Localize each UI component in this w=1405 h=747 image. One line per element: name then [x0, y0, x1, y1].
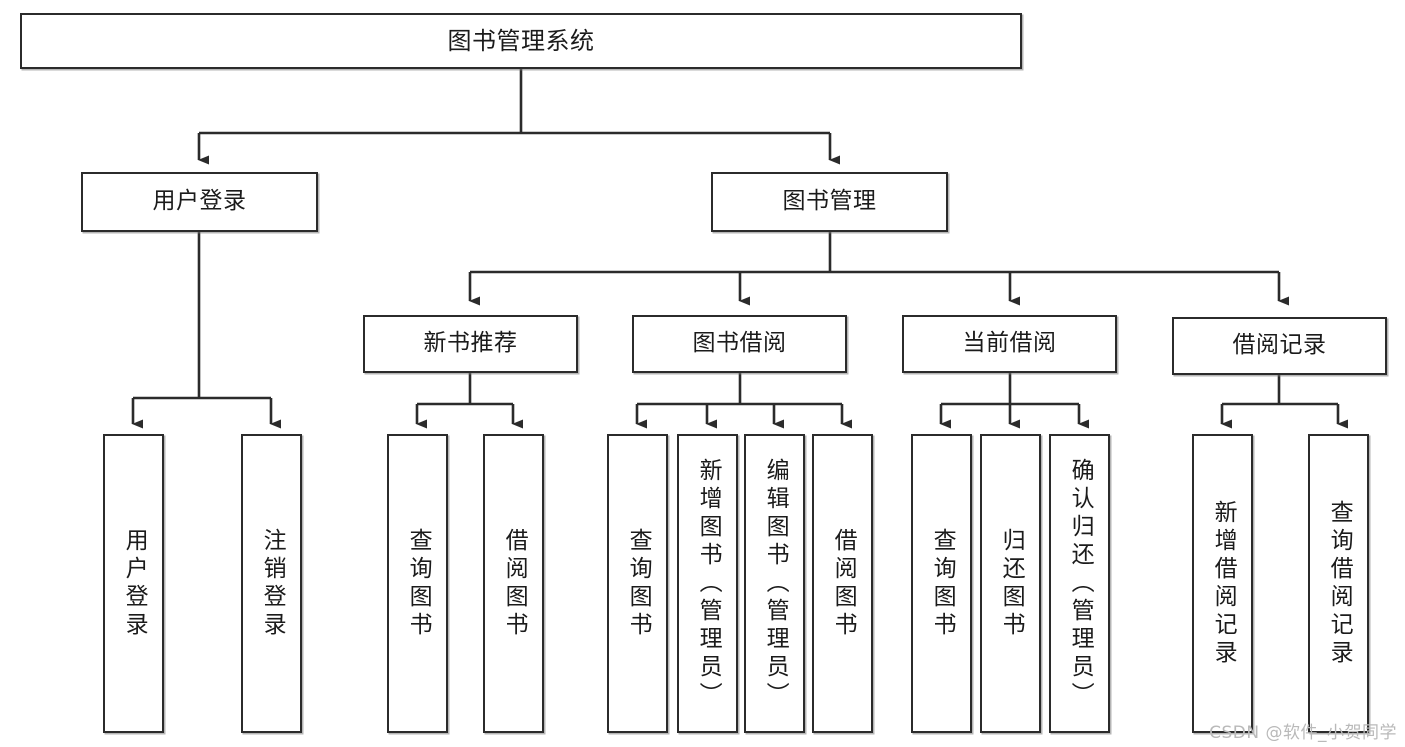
- node-leaf-borrow-book-2-label: 借阅图书: [830, 527, 857, 640]
- node-book-borrow-label: 图书借阅: [692, 330, 787, 357]
- node-leaf-confirm-return-label: 确认归还（管理员）: [1067, 457, 1094, 710]
- node-borrow-record-label: 借阅记录: [1232, 332, 1327, 359]
- node-user-login-label: 用户登录: [152, 188, 247, 215]
- node-new-book-rec-label: 新书推荐: [423, 330, 518, 357]
- node-user-login[interactable]: 用户登录: [81, 172, 318, 232]
- node-leaf-query-record[interactable]: 查询借阅记录: [1308, 434, 1369, 733]
- node-book-borrow[interactable]: 图书借阅: [632, 315, 847, 373]
- node-root[interactable]: 图书管理系统: [20, 13, 1022, 69]
- node-leaf-borrow-book-1[interactable]: 借阅图书: [483, 434, 544, 733]
- node-leaf-query-book-3-label: 查询图书: [929, 527, 956, 640]
- node-leaf-logout[interactable]: 注销登录: [241, 434, 302, 733]
- node-leaf-add-book-label: 新增图书（管理员）: [695, 457, 722, 710]
- node-leaf-edit-book-label: 编辑图书（管理员）: [762, 457, 789, 710]
- node-leaf-add-record[interactable]: 新增借阅记录: [1192, 434, 1253, 733]
- node-leaf-query-book-1-label: 查询图书: [405, 527, 432, 640]
- node-leaf-user-login[interactable]: 用户登录: [103, 434, 164, 733]
- node-borrow-record[interactable]: 借阅记录: [1172, 317, 1387, 375]
- node-current-borrow-label: 当前借阅: [962, 330, 1057, 357]
- node-new-book-rec[interactable]: 新书推荐: [363, 315, 578, 373]
- node-leaf-query-book-3[interactable]: 查询图书: [911, 434, 972, 733]
- node-leaf-confirm-return[interactable]: 确认归还（管理员）: [1049, 434, 1110, 733]
- node-root-label: 图书管理系统: [447, 26, 595, 55]
- node-leaf-add-book[interactable]: 新增图书（管理员）: [677, 434, 738, 733]
- node-leaf-add-record-label: 新增借阅记录: [1210, 499, 1237, 668]
- node-leaf-return-book[interactable]: 归还图书: [980, 434, 1041, 733]
- node-leaf-logout-label: 注销登录: [259, 527, 286, 640]
- node-book-manage[interactable]: 图书管理: [711, 172, 948, 232]
- node-leaf-query-record-label: 查询借阅记录: [1326, 499, 1353, 668]
- node-leaf-user-login-label: 用户登录: [121, 527, 148, 640]
- node-leaf-edit-book[interactable]: 编辑图书（管理员）: [744, 434, 805, 733]
- node-leaf-query-book-1[interactable]: 查询图书: [387, 434, 448, 733]
- node-leaf-query-book-2[interactable]: 查询图书: [607, 434, 668, 733]
- watermark: CSDN @软件_小贺同学: [1209, 723, 1397, 743]
- node-current-borrow[interactable]: 当前借阅: [902, 315, 1117, 373]
- node-leaf-return-book-label: 归还图书: [998, 527, 1025, 640]
- node-leaf-query-book-2-label: 查询图书: [625, 527, 652, 640]
- node-leaf-borrow-book-2[interactable]: 借阅图书: [812, 434, 873, 733]
- node-leaf-borrow-book-1-label: 借阅图书: [501, 527, 528, 640]
- node-book-manage-label: 图书管理: [782, 188, 877, 215]
